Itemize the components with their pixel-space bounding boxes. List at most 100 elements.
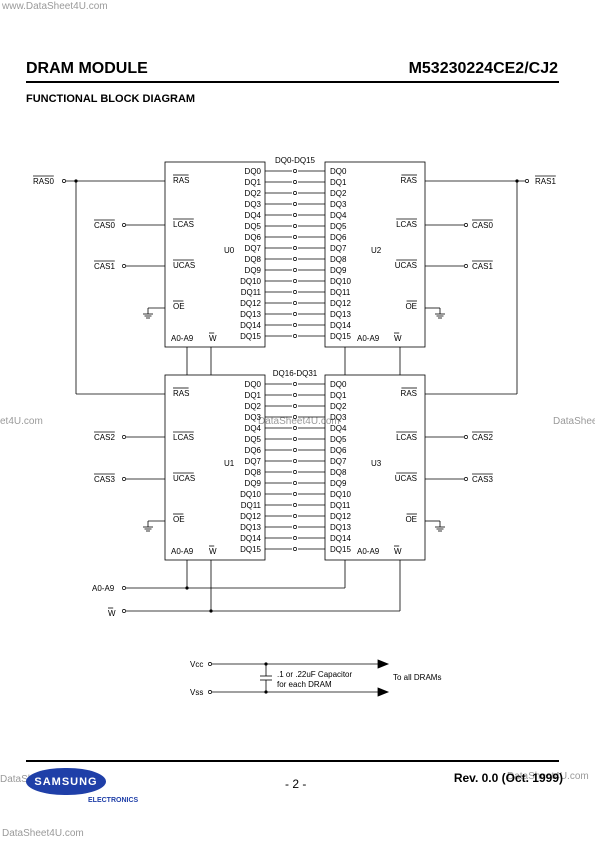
capacitor-label: .1 or .22uF Capacitor [277, 670, 352, 679]
terminal-circle [208, 662, 212, 666]
bus-label-top: DQ0-DQ15 [275, 156, 316, 165]
dq-pin-label: DQ2 [245, 402, 262, 411]
terminal-circle [464, 435, 468, 439]
dq-pin-label: DQ5 [330, 222, 347, 231]
dq-pin-label: DQ12 [330, 512, 351, 521]
pin-lcas: LCAS [173, 433, 194, 442]
dq-pin-label: DQ2 [330, 189, 347, 198]
pin-oe: OE [173, 302, 185, 311]
dq-pin-label: DQ12 [330, 299, 351, 308]
dq-pin-label: DQ4 [245, 211, 262, 220]
dq-pin-label: DQ13 [330, 523, 351, 532]
dq-pin-label: DQ1 [330, 178, 347, 187]
header-title: DRAM MODULE [26, 60, 148, 77]
dq-pin-label: DQ13 [240, 523, 261, 532]
pin-oe: OE [405, 515, 417, 524]
pin-lcas: LCAS [396, 433, 417, 442]
chip-u0 [164, 161, 266, 348]
terminal-circle [122, 477, 126, 481]
dq-pin-label: DQ7 [330, 457, 347, 466]
header-rule [26, 81, 559, 83]
dq-pin-label: DQ4 [330, 424, 347, 433]
terminal-circle [293, 257, 297, 261]
dq-pin-label: DQ15 [330, 545, 351, 554]
pin-ucas: UCAS [173, 474, 195, 483]
dq-pin-label: DQ11 [330, 501, 351, 510]
terminal-circle [293, 169, 297, 173]
terminal-circle [525, 179, 529, 183]
terminal-circle [464, 264, 468, 268]
signal-cas-left: CAS1 [94, 262, 115, 271]
dq-pin-label: DQ5 [245, 435, 262, 444]
terminal-circle [293, 235, 297, 239]
terminal-circle [293, 180, 297, 184]
pin-addr: A0-A9 [357, 547, 380, 556]
terminal-circle [293, 202, 297, 206]
dq-pin-label: DQ9 [245, 266, 262, 275]
chip-u1 [164, 374, 266, 561]
dq-pin-label: DQ6 [330, 446, 347, 455]
header-part-number: M53230224CE2/CJ2 [408, 60, 558, 77]
terminal-circle [122, 609, 126, 613]
section-title: FUNCTIONAL BLOCK DIAGRAM [26, 93, 196, 105]
terminal-circle [293, 393, 297, 397]
terminal-circle [293, 536, 297, 540]
signal-addr: A0-A9 [92, 584, 115, 593]
dq-pin-label: DQ1 [330, 391, 347, 400]
dq-pin-label: DQ3 [245, 413, 262, 422]
signal-cas-right: CAS1 [472, 262, 493, 271]
dq-pin-label: DQ3 [245, 200, 262, 209]
pin-ucas: UCAS [395, 261, 417, 270]
dq-pin-label: DQ10 [240, 490, 261, 499]
terminal-circle [293, 492, 297, 496]
watermark-center: DataSheet4U.com [258, 416, 340, 427]
terminal-circle [293, 503, 297, 507]
power-to-all: To all DRAMs [393, 673, 441, 682]
pin-lcas: LCAS [173, 220, 194, 229]
dq-pin-label: DQ12 [240, 299, 261, 308]
footer-rule [26, 760, 559, 762]
dq-pin-label: DQ0 [245, 167, 262, 176]
dq-pin-label: DQ8 [330, 468, 347, 477]
terminal-circle [293, 448, 297, 452]
dq-pin-label: DQ7 [330, 244, 347, 253]
dq-pin-label: DQ2 [330, 402, 347, 411]
dq-pin-label: DQ9 [245, 479, 262, 488]
dq-pin-label: DQ0 [330, 167, 347, 176]
pin-addr: A0-A9 [357, 334, 380, 343]
terminal-circle [293, 459, 297, 463]
terminal-circle [293, 404, 297, 408]
dq-pin-label: DQ5 [245, 222, 262, 231]
chip-name: U3 [371, 459, 382, 468]
arrow-icon [377, 687, 390, 697]
terminal-circle [122, 435, 126, 439]
terminal-circle [293, 246, 297, 250]
dq-pin-label: DQ3 [330, 200, 347, 209]
terminal-circle [62, 179, 66, 183]
terminal-circle [293, 279, 297, 283]
watermark-top: www.DataSheet4U.com [2, 1, 108, 12]
terminal-circle [464, 223, 468, 227]
watermark-bottom: DataSheet4U.com [2, 828, 84, 839]
dq-pin-label: DQ10 [330, 277, 351, 286]
pin-ucas: UCAS [173, 261, 195, 270]
terminal-circle [293, 191, 297, 195]
signal-cas-right: CAS0 [472, 221, 493, 230]
chip-name: U1 [224, 459, 235, 468]
pin-addr: A0-A9 [171, 334, 194, 343]
power-vcc: Vcc [190, 660, 203, 669]
terminal-circle [293, 268, 297, 272]
terminal-circle [293, 334, 297, 338]
chip-name: U0 [224, 246, 235, 255]
pin-ras: RAS [173, 176, 189, 185]
pin-w: W [394, 547, 402, 556]
terminal-circle [122, 223, 126, 227]
pin-lcas: LCAS [396, 220, 417, 229]
terminal-circle [293, 323, 297, 327]
pin-oe: OE [405, 302, 417, 311]
watermark-right: DataShee [553, 416, 595, 427]
terminal-circle [293, 470, 297, 474]
signal-ras1: RAS1 [535, 177, 556, 186]
terminal-circle [293, 224, 297, 228]
dq-pin-label: DQ8 [245, 468, 262, 477]
